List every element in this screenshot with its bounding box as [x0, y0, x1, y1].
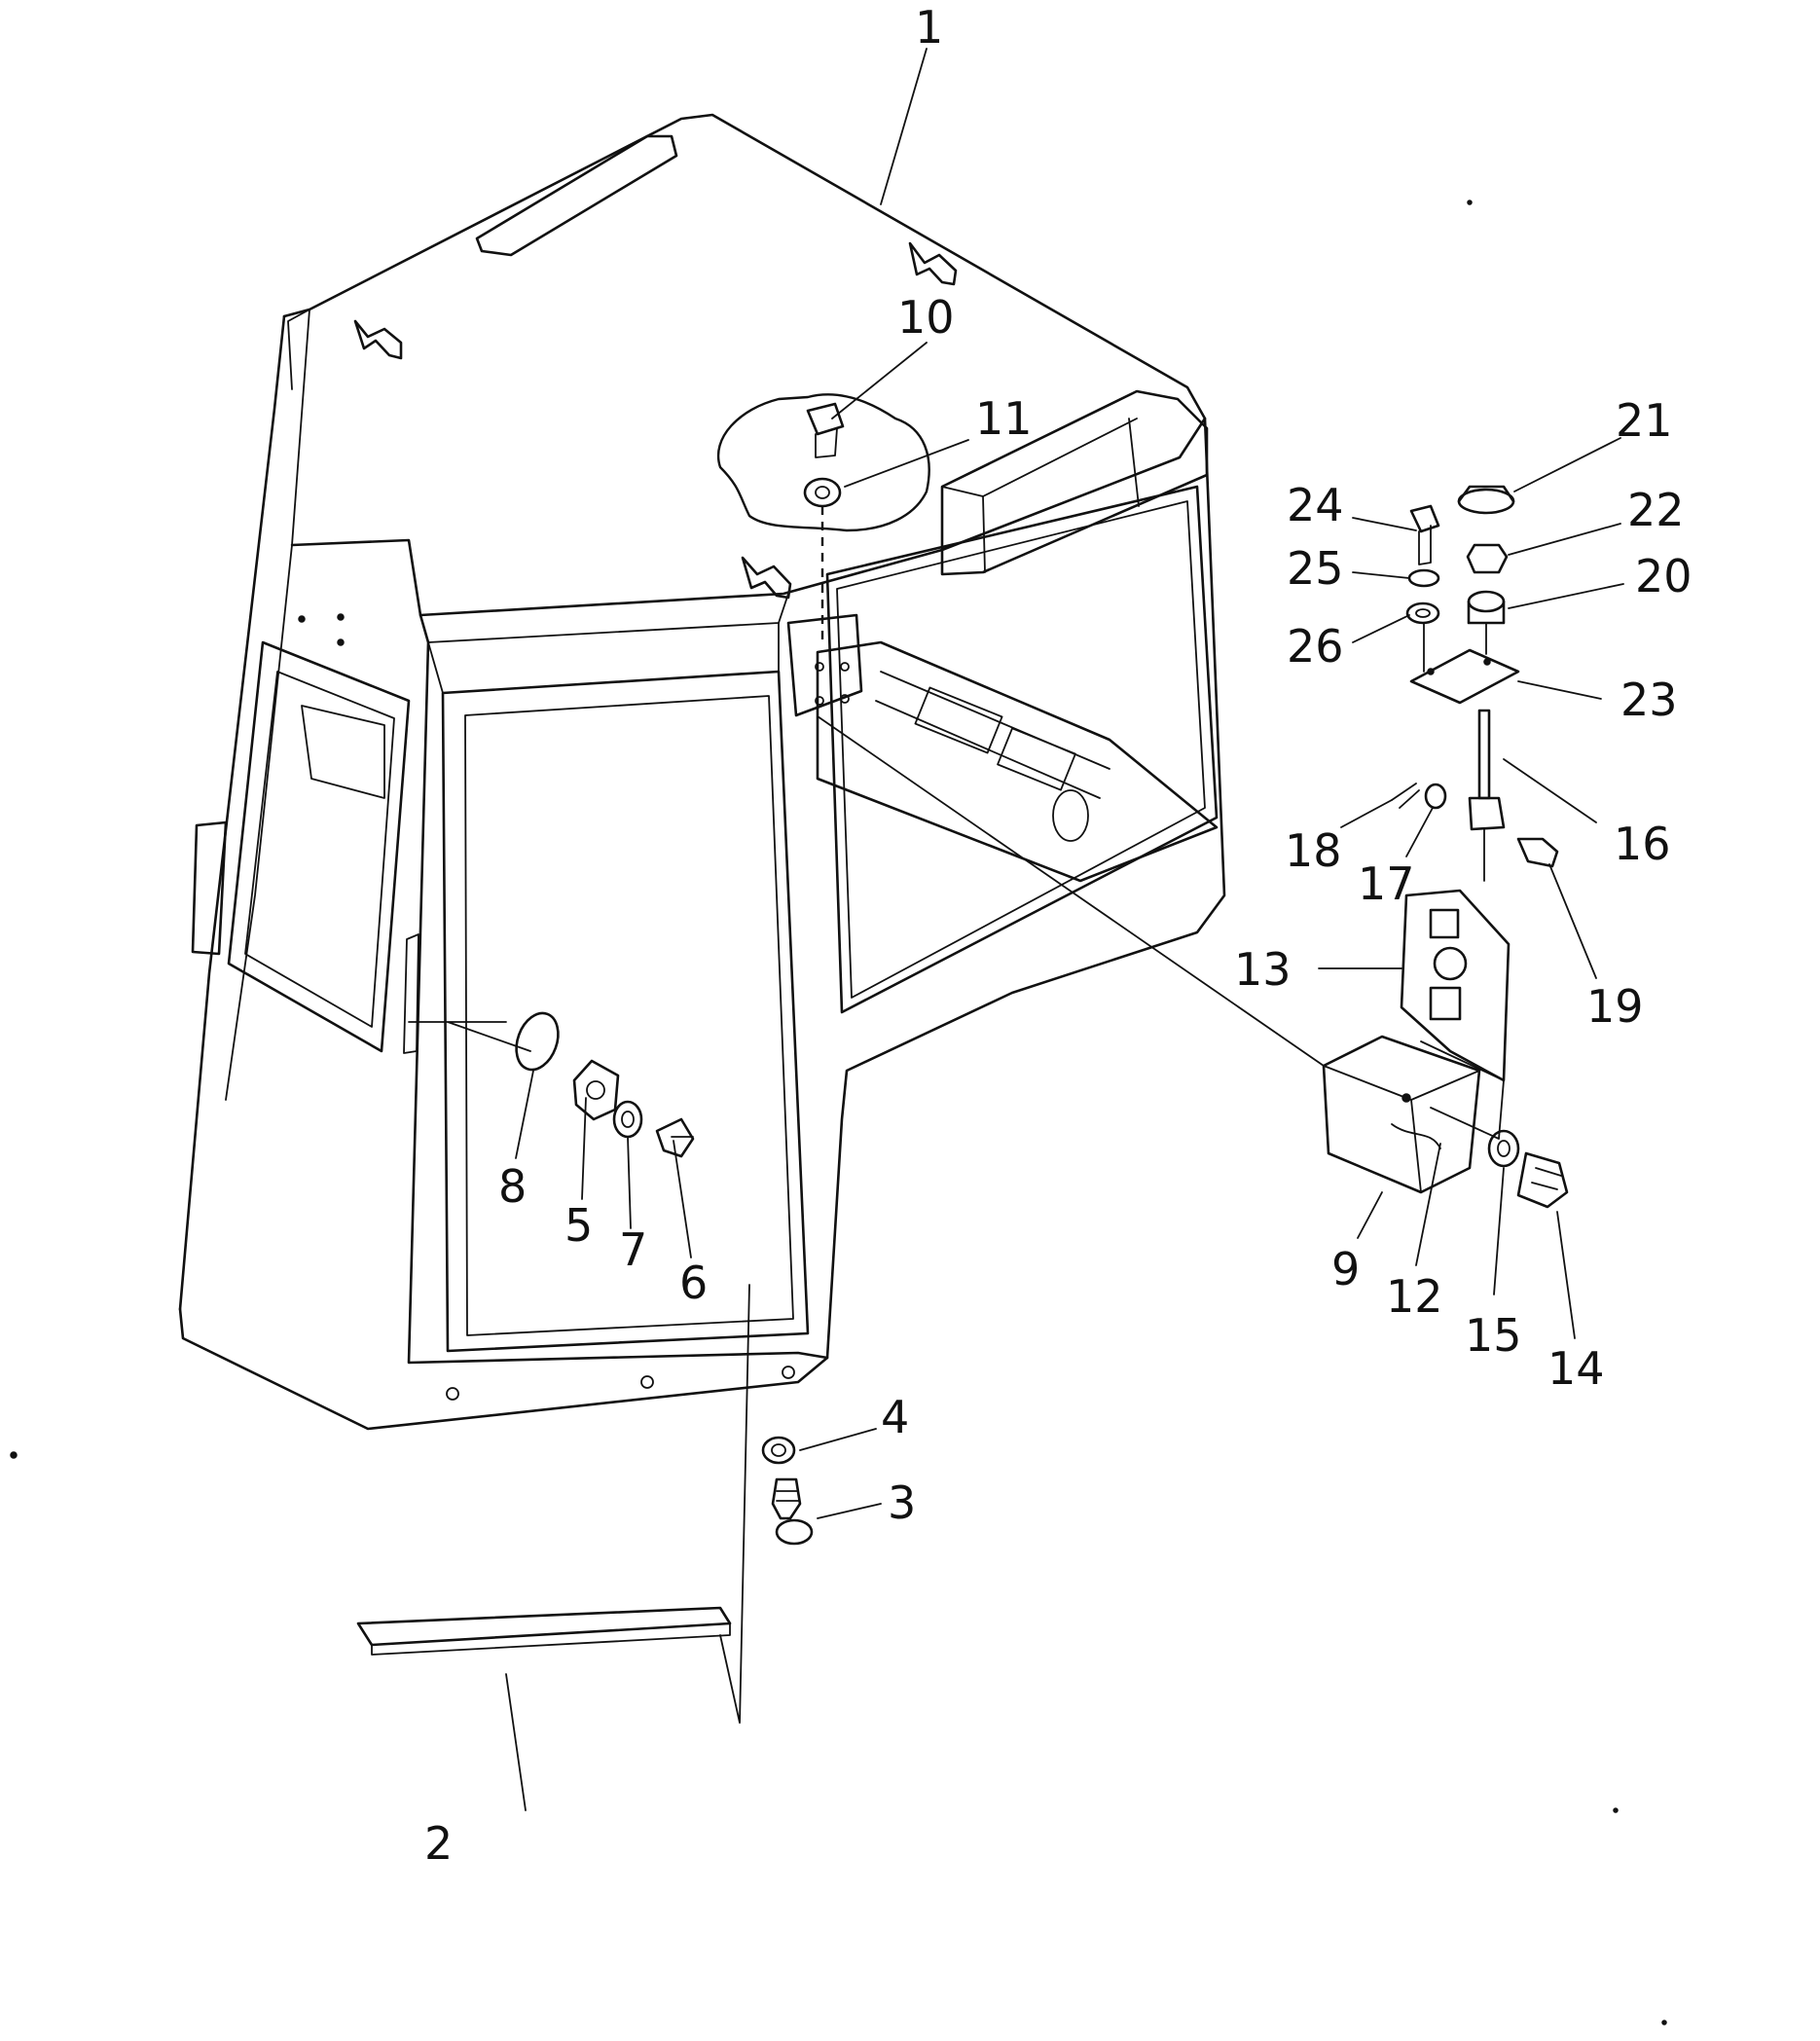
latch-13	[1400, 889, 1511, 1082]
part-6-screw	[655, 1117, 695, 1158]
bolt-3	[771, 1477, 814, 1546]
callout-19: 19	[1586, 980, 1644, 1033]
clip-18	[1391, 783, 1420, 809]
callout-17: 17	[1358, 857, 1415, 910]
callout-23: 23	[1620, 674, 1678, 726]
cap-21	[1457, 485, 1515, 515]
part-8-plate	[515, 1011, 560, 1072]
pin-17	[1424, 783, 1447, 810]
callout-26: 26	[1287, 620, 1344, 673]
washer-26	[1405, 601, 1440, 625]
leader-lines	[408, 48, 1624, 1811]
lockwasher-25	[1407, 568, 1440, 588]
callout-12: 12	[1386, 1270, 1443, 1323]
rod-16	[1468, 709, 1506, 882]
plate-12	[1420, 1040, 1505, 1140]
cab-body	[178, 113, 1226, 1431]
callout-labels: 1 2 3 4 5 6 7 8 9 10 11 12 13 14 15 16 1…	[424, 1, 1693, 1870]
callout-6: 6	[679, 1257, 708, 1309]
callout-7: 7	[619, 1223, 647, 1276]
callout-25: 25	[1287, 542, 1344, 595]
callout-22: 22	[1627, 484, 1685, 536]
step-bar	[356, 1606, 732, 1656]
bolt-19	[1516, 837, 1559, 868]
plate-guide-lines	[1423, 622, 1487, 673]
part-5-latch	[572, 1059, 620, 1121]
lock-guide-line	[817, 715, 1325, 1067]
callout-16: 16	[1614, 818, 1671, 870]
callout-2: 2	[424, 1817, 453, 1870]
bolt-14	[1516, 1151, 1569, 1209]
inset-detail	[717, 393, 930, 532]
part-7-washer	[612, 1100, 643, 1139]
callout-13: 13	[1234, 943, 1292, 996]
washer-15	[1487, 1129, 1520, 1168]
bushing-20	[1467, 590, 1506, 625]
callout-1: 1	[915, 1, 943, 54]
callout-15: 15	[1465, 1309, 1522, 1362]
callout-11: 11	[975, 392, 1033, 445]
washer-4	[761, 1436, 796, 1465]
callout-18: 18	[1285, 824, 1342, 877]
screw-24	[1409, 504, 1440, 565]
callout-14: 14	[1547, 1342, 1605, 1395]
scan-specks	[10, 200, 1667, 2025]
callout-10: 10	[897, 291, 955, 344]
callout-4: 4	[881, 1391, 909, 1443]
plate-23	[1409, 648, 1520, 705]
callout-8: 8	[498, 1160, 527, 1213]
callout-5: 5	[564, 1199, 593, 1252]
callout-21: 21	[1616, 394, 1673, 447]
callout-3: 3	[888, 1476, 916, 1529]
callout-9: 9	[1331, 1243, 1360, 1295]
callout-20: 20	[1635, 550, 1693, 602]
nut-22	[1466, 543, 1509, 574]
lock-box-9	[1322, 1035, 1481, 1194]
callout-24: 24	[1287, 479, 1344, 531]
